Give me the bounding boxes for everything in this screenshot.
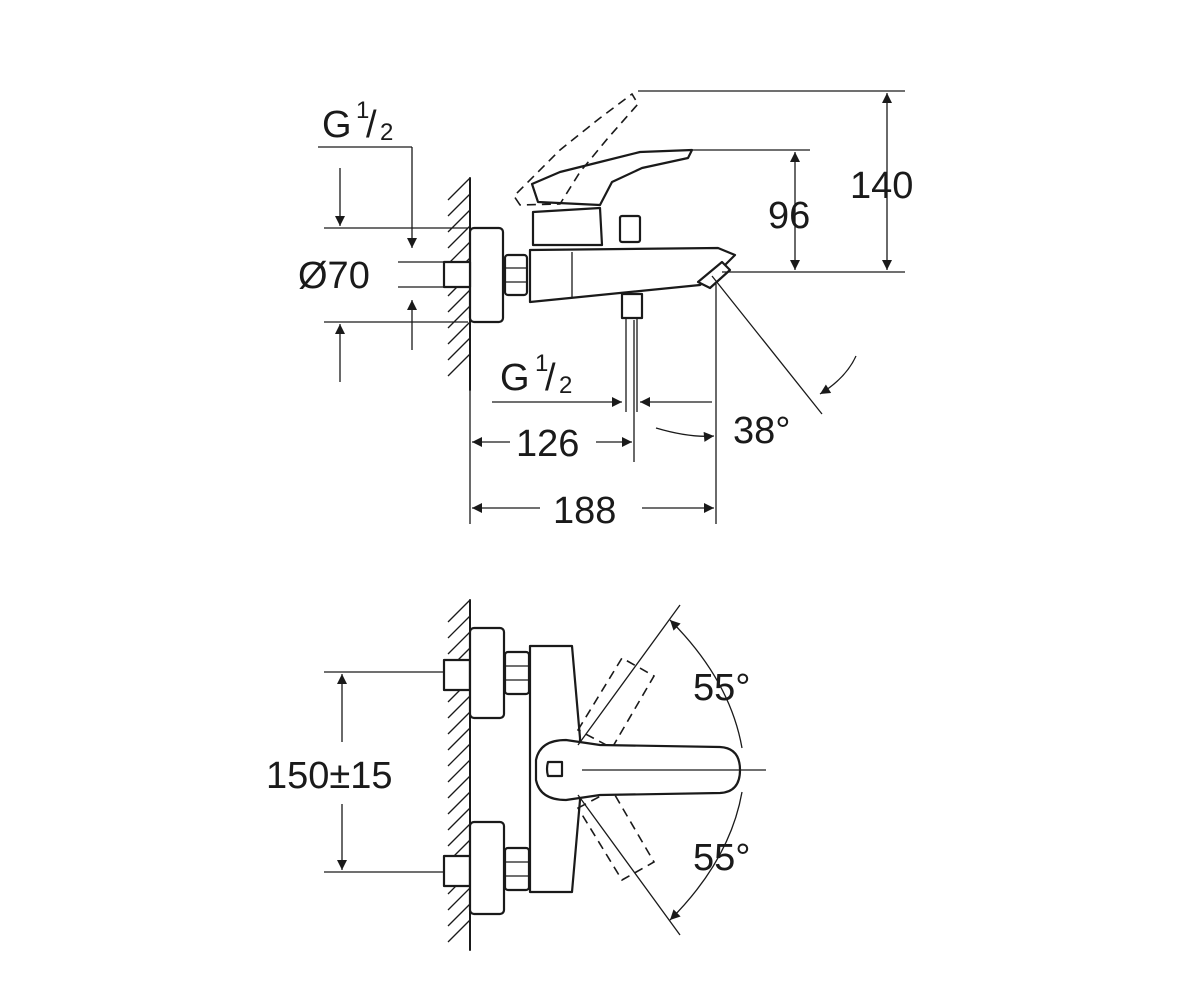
dim-lever-angle-down: 55° xyxy=(693,837,750,879)
dim-length-spout: 188 xyxy=(553,490,616,532)
wall-hatch-line xyxy=(447,321,471,345)
dim-centers: 150±15 xyxy=(266,755,393,797)
wall-hatch-line xyxy=(447,193,471,217)
wall-hatch-line xyxy=(447,599,471,623)
wall-hatch-line xyxy=(447,241,471,265)
wall-hatch-line xyxy=(447,711,471,735)
wall-hatch-line xyxy=(447,775,471,799)
wall-hatch-line xyxy=(447,631,471,655)
hose-outlet xyxy=(620,292,644,320)
svg-text:/: / xyxy=(366,104,377,146)
nut-lower xyxy=(503,846,531,892)
lever-alternate-position xyxy=(512,92,639,206)
wall-front xyxy=(447,599,471,951)
wall-hatch-line xyxy=(447,289,471,313)
wall-hatch-line xyxy=(447,743,471,767)
wall-hatch-line xyxy=(447,727,471,751)
diverter-knob xyxy=(618,214,642,244)
dim-height-total: 140 xyxy=(850,165,913,207)
svg-text:2: 2 xyxy=(559,372,572,399)
wall-hatch-line xyxy=(447,695,471,719)
thread-label-bottom: G 1 / 2 xyxy=(500,350,572,399)
svg-text:/: / xyxy=(545,357,556,399)
wall-hatch-line xyxy=(447,337,471,361)
wall-hatch-line xyxy=(447,823,471,847)
dim-lever-angle-up: 55° xyxy=(693,667,750,709)
front-view: 55° 55° 150±15 xyxy=(266,599,766,951)
wall-hatch-line xyxy=(447,225,471,249)
svg-text:2: 2 xyxy=(380,119,393,146)
wall-hatch-line xyxy=(447,791,471,815)
wall-flange-upper xyxy=(468,626,506,720)
svg-text:G: G xyxy=(500,357,530,399)
lever-handle xyxy=(530,148,694,207)
eccentric-nut xyxy=(503,253,529,297)
lever-alternate-down xyxy=(576,788,656,882)
wall-hatch-line xyxy=(447,903,471,927)
dim-height-spout: 96 xyxy=(768,195,810,237)
pipe-stub xyxy=(442,260,472,289)
wall-hatch-line xyxy=(447,177,471,201)
svg-text:1: 1 xyxy=(356,97,369,124)
dim-diameter: Ø70 xyxy=(298,255,370,297)
nut-upper xyxy=(503,650,531,696)
wall-hatch-line xyxy=(447,615,471,639)
spout-outlet xyxy=(696,260,732,290)
wall-hatch-line xyxy=(447,759,471,783)
dim-length-outlet: 126 xyxy=(516,423,579,465)
cartridge-housing xyxy=(531,206,604,247)
thread-label-top: G 1 / 2 xyxy=(322,97,393,146)
wall-hatch-line xyxy=(447,887,471,911)
pipe-stub-lower xyxy=(442,854,472,888)
svg-text:G: G xyxy=(322,104,352,146)
lever-alternate-up xyxy=(576,656,656,750)
dim-spout-angle: 38° xyxy=(733,410,790,452)
pipe-stub-upper xyxy=(442,658,472,692)
svg-text:1: 1 xyxy=(535,350,548,377)
side-view: 140 96 G 1 / 2 Ø70 G 1 / 2 xyxy=(298,90,913,532)
wall-flange-lower xyxy=(468,820,506,916)
wall-flange xyxy=(468,226,505,324)
wall-hatch-line xyxy=(447,807,471,831)
wall-hatch-line xyxy=(447,353,471,377)
wall-hatch-line xyxy=(447,919,471,943)
wall-hatch-line xyxy=(447,305,471,329)
